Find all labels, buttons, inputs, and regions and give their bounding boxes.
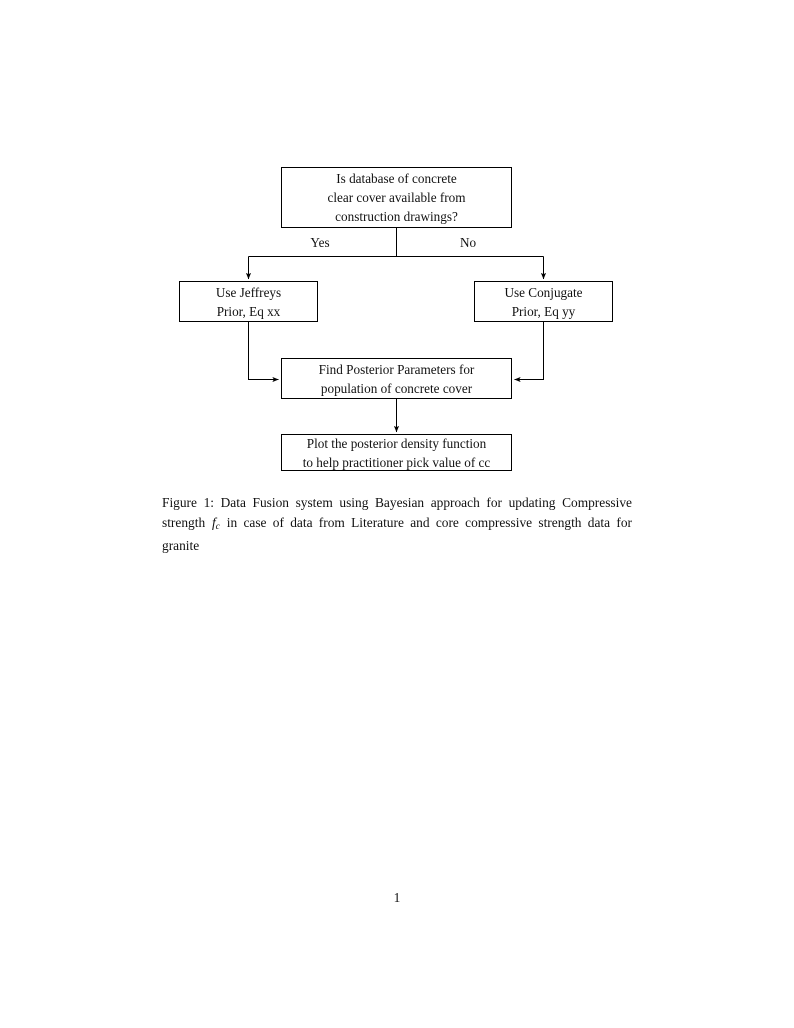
flow-node-conjugate-line-2: Prior, Eq yy [511,303,576,319]
flow-node-plot-posterior-density: Plot the posterior density function to h… [281,434,512,471]
figure-caption: Figure 1: Data Fusion system using Bayes… [162,493,632,556]
figure-caption-symbol-subscript: c [215,520,220,532]
flow-node-jeffreys-line-1: Use Jeffreys [215,284,282,300]
flow-node-plot-line-1: Plot the posterior density function [306,435,487,451]
edge-label-no: No [459,235,477,250]
figure-caption-text-after: in case of data from Literature and core… [162,514,632,554]
flow-node-decision-line-2: clear cover available from [327,190,466,205]
flow-node-decision: Is database of concrete clear cover avai… [281,167,512,228]
figure-caption-text-before: Data Fusion system using Bayesian approa… [162,495,632,530]
flow-node-find-posterior-parameters: Find Posterior Parameters for population… [281,358,512,399]
flow-node-jeffreys-prior: Use Jeffreys Prior, Eq xx [179,281,318,322]
flow-node-posterior-line-1: Find Posterior Parameters for [318,361,475,377]
connector-jeffreys-to-posterior [248,322,279,383]
figure-caption-label: Figure 1: [162,495,214,510]
figure-flowchart: Is database of concrete clear cover avai… [0,0,794,490]
flow-node-decision-line-1: Is database of concrete [336,171,457,186]
page-number: 1 [393,890,401,905]
flow-node-plot-line-2: to help practitioner pick value of cc [302,454,491,470]
flow-node-decision-line-3: construction drawings? [335,209,458,224]
flow-node-posterior-line-2: population of concrete cover [320,380,473,396]
flow-node-conjugate-prior: Use Conjugate Prior, Eq yy [474,281,613,322]
flow-node-conjugate-line-1: Use Conjugate [504,284,583,300]
flow-node-jeffreys-line-2: Prior, Eq xx [216,303,281,319]
edge-label-yes: Yes [310,235,330,250]
flowchart-connectors [245,228,547,433]
connector-conjugate-to-posterior [514,322,544,383]
figure-caption-symbol-base: f [211,514,216,530]
figure-caption-symbol: fc [211,514,220,532]
